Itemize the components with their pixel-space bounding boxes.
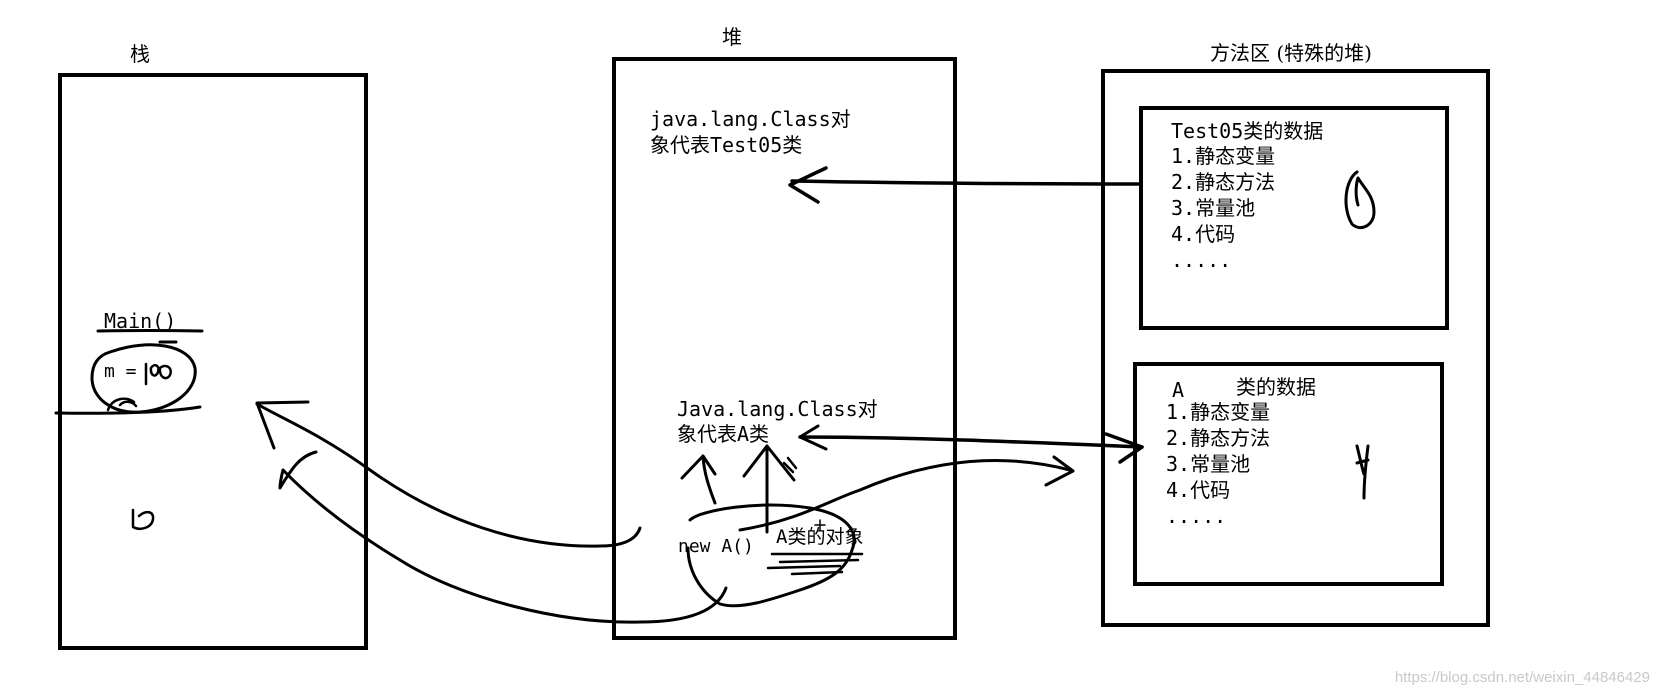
class-object-test05-line2: 象代表Test05类	[650, 133, 803, 157]
arrowhead-a-left	[798, 424, 828, 451]
watermark: https://blog.csdn.net/weixin_44846429	[1394, 669, 1650, 686]
arrow-up-2	[742, 444, 796, 534]
heap-title: 堆	[722, 25, 742, 49]
a-object-scribble	[766, 552, 864, 576]
stack-blob-squiggle	[106, 397, 138, 412]
a-object-cursor	[814, 519, 826, 531]
test05-class-data-heading: Test05类的数据	[1171, 119, 1324, 143]
arrow-up-1	[680, 454, 717, 505]
test05-class-data-list: 1.静态变量 2.静态方法 3.常量池 4.代码 .....	[1171, 143, 1275, 273]
a-object-label: A类的对象	[776, 526, 864, 548]
heap-region	[612, 57, 957, 640]
class-object-a-line2: 象代表A类	[677, 422, 770, 446]
method-area-region	[1101, 69, 1490, 627]
arrowhead-test05	[788, 166, 828, 204]
a-class-data-heading-a: A	[1172, 378, 1185, 402]
method-area-title: 方法区 (特殊的堆)	[1210, 41, 1372, 65]
list-item: 2.静态方法	[1171, 170, 1276, 194]
class-object-test05-line1: java.lang.Class对	[650, 107, 851, 131]
list-item: 4.代码	[1166, 478, 1231, 502]
main-frame-label: Main()	[104, 309, 177, 333]
list-item: 3.常量池	[1171, 196, 1256, 220]
list-item: .....	[1171, 248, 1232, 272]
a-class-data-list: 1.静态变量 2.静态方法 3.常量池 4.代码 .....	[1166, 399, 1270, 529]
main-underline	[96, 329, 204, 333]
arrowhead-a-right	[1104, 432, 1144, 464]
a-class-data-box	[1133, 362, 1444, 586]
curve-a-object-to-method-area	[738, 455, 1075, 532]
stack-frame-blob	[90, 343, 197, 414]
new-a-label: new A()	[678, 536, 754, 557]
arrowhead-stack	[255, 400, 310, 450]
stack-region	[58, 73, 368, 650]
arrow-test05-to-class-object	[790, 179, 1140, 186]
arrow-heap-to-stack	[255, 402, 642, 548]
handwritten-zero-stack	[131, 508, 155, 530]
stack-variable-m: m =	[104, 361, 137, 382]
handwritten-y-a	[1355, 444, 1370, 500]
list-item: 3.常量池	[1166, 452, 1251, 476]
list-item: 1.静态变量	[1166, 400, 1271, 424]
test05-class-data-box	[1139, 106, 1449, 330]
class-object-a-line1: Java.lang.Class对	[677, 397, 878, 421]
arrow-a-class-link	[798, 435, 1144, 449]
curve-new-a-to-stack	[278, 450, 728, 624]
list-item: 2.静态方法	[1166, 426, 1271, 450]
list-item: 4.代码	[1171, 222, 1236, 246]
list-item: .....	[1166, 504, 1227, 528]
stack-divider-line	[54, 405, 202, 415]
list-item: 1.静态变量	[1171, 144, 1276, 168]
handwritten-100	[144, 362, 172, 386]
handwritten-zero-test05	[1344, 170, 1376, 229]
new-a-blob	[686, 503, 856, 608]
stack-title: 栈	[130, 42, 150, 66]
arrow-up-2-tick	[782, 456, 798, 474]
a-class-data-heading-rest: 类的数据	[1236, 375, 1316, 399]
